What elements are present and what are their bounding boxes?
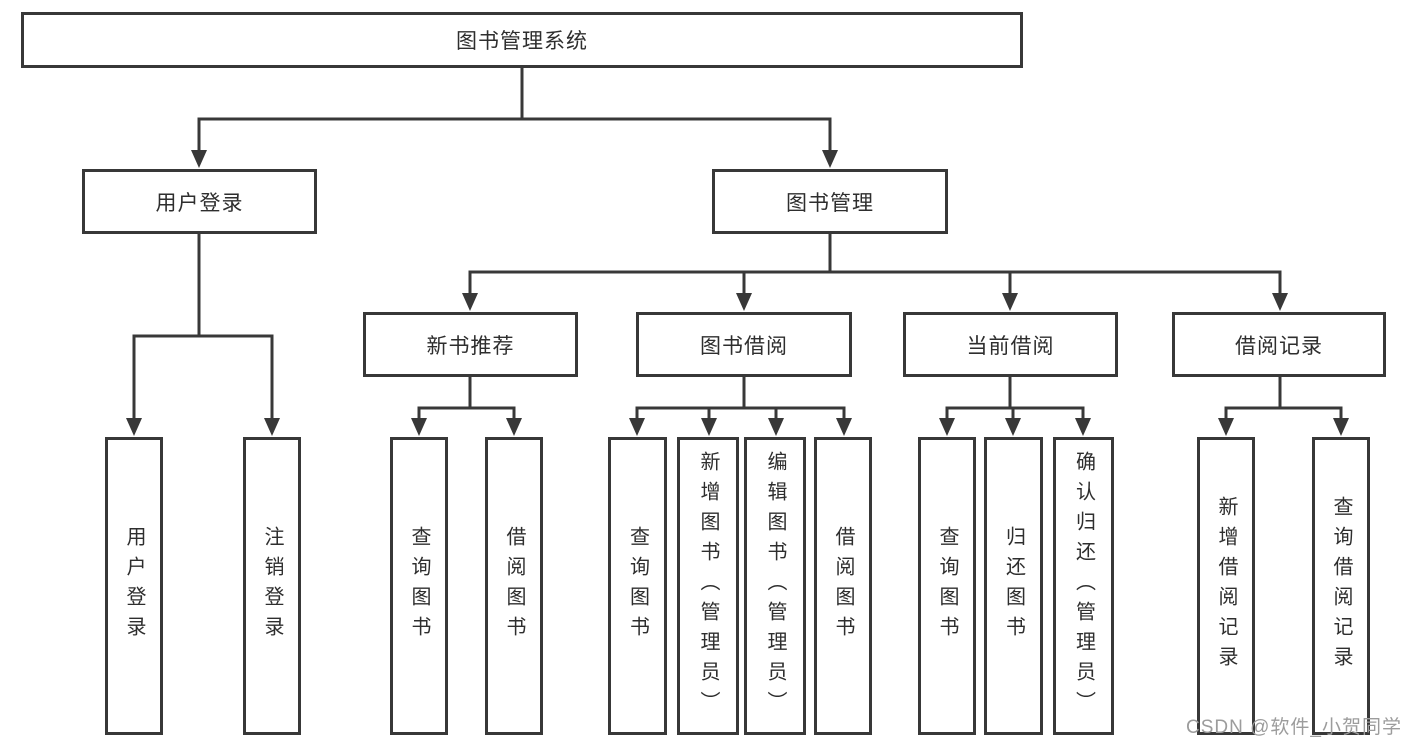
leaf-current-query-books: 查询图书: [918, 437, 976, 735]
leaf-recommend-borrow-books: 借阅图书: [485, 437, 543, 735]
node-root-library-system: 图书管理系统: [21, 12, 1023, 68]
node-new-book-recommend: 新书推荐: [363, 312, 578, 377]
leaf-return-books: 归还图书: [984, 437, 1043, 735]
leaf-query-borrow-record: 查询借阅记录: [1312, 437, 1370, 735]
node-borrowing-records: 借阅记录: [1172, 312, 1386, 377]
leaf-borrowing-borrow-books: 借阅图书: [814, 437, 872, 735]
node-user-login: 用户登录: [82, 169, 317, 234]
node-current-borrowing: 当前借阅: [903, 312, 1118, 377]
leaf-logout: 注销登录: [243, 437, 301, 735]
leaf-borrowing-query-books: 查询图书: [608, 437, 667, 735]
leaf-edit-book-admin: 编辑图书（管理员）: [744, 437, 806, 735]
leaf-recommend-query-books: 查询图书: [390, 437, 448, 735]
node-book-borrowing: 图书借阅: [636, 312, 852, 377]
leaf-add-borrow-record: 新增借阅记录: [1197, 437, 1255, 735]
leaf-user-login: 用户登录: [105, 437, 163, 735]
csdn-watermark: CSDN @软件_小贺同学: [1186, 717, 1402, 738]
leaf-confirm-return-admin: 确认归还（管理员）: [1053, 437, 1114, 735]
leaf-add-book-admin: 新增图书（管理员）: [677, 437, 739, 735]
node-book-management: 图书管理: [712, 169, 948, 234]
